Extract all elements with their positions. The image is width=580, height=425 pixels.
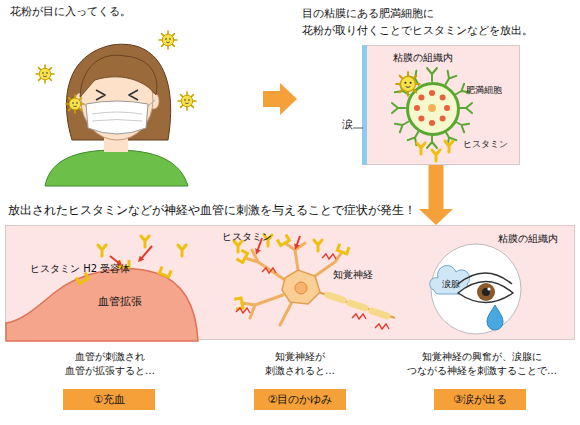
circle-outline: [431, 244, 521, 334]
eye-detail: [487, 287, 490, 290]
person-figure: [86, 101, 148, 134]
pollen-grain: [159, 31, 177, 49]
person-figure: [92, 112, 142, 121]
caption-text: 知覚神経の興奮が、涙腺に つながる神経を刺激することで…: [402, 350, 562, 378]
node-label: 涙: [342, 118, 353, 132]
mucosa-box: 粘膜の組織内涙ヒスタミン肥満細胞: [362, 45, 520, 165]
person-figure: [45, 150, 188, 186]
mucosa-detail: [353, 45, 367, 165]
person-figure: [96, 90, 138, 100]
mucosa-detail: [353, 128, 363, 129]
person-figure: [66, 44, 170, 140]
mast-cell-detail: [418, 94, 424, 100]
mast-cell-detail: [429, 90, 435, 96]
blood-vessel: 血管拡張: [6, 263, 201, 341]
label-text: 放出されたヒスタミンなどが神経や血管に刺激を与えることで症状が発生！: [8, 203, 416, 219]
mast-cell-detail: [428, 104, 436, 112]
symptom-box: ②目のかゆみ: [254, 389, 346, 410]
symptom-label: ②目のかゆみ: [254, 389, 346, 410]
pollen-grain: [178, 92, 196, 110]
node-heading: 粘膜の組織内: [393, 51, 453, 64]
node-heading: 肥満細胞: [466, 85, 502, 97]
label-text: 花粉が目に入ってくる。: [10, 5, 131, 19]
person-figure: [45, 44, 188, 186]
label-text: ヒスタミン: [222, 230, 272, 243]
mucosa-detail: [362, 45, 367, 165]
symptom-label: ①充血: [63, 389, 155, 410]
symptom-box: ③涙が出る: [434, 389, 526, 410]
mast-cell-detail: [418, 116, 424, 122]
node-label: ヒスタミン: [463, 139, 508, 151]
cell-outline: [408, 84, 459, 135]
symptom-label: ③涙が出る: [434, 389, 526, 410]
mast-cell-detail: [440, 116, 446, 122]
flow-arrow: [263, 83, 297, 115]
vessel-outline: [6, 269, 198, 341]
mast-cell-detail: [396, 72, 419, 95]
neuron-detail: [295, 282, 307, 294]
mast-cell-detail: [414, 105, 420, 111]
eye-detail: [477, 283, 495, 301]
label-text: 知覚神経: [333, 268, 373, 281]
label-text: 目の粘膜にある肥満細胞に 花粉が取り付くことでヒスタミンなどを放出。: [302, 5, 542, 39]
pollen-grain: [66, 95, 84, 113]
mast-cell-detail: [444, 105, 450, 111]
symptom-box: ①充血: [63, 389, 155, 410]
node-heading: 粘膜の組織内: [498, 232, 558, 245]
person-figure: [80, 55, 157, 97]
node-heading: 血管拡張: [98, 295, 142, 309]
eye-detail: [482, 288, 490, 296]
caption-text: 知覚神経が 刺激されると…: [255, 350, 345, 378]
node-heading: 涙腺: [442, 279, 460, 291]
label-text: ヒスタミン H2 受容体: [30, 262, 130, 275]
pollen-grain: [36, 31, 196, 113]
pollen-grain: [36, 65, 54, 83]
mast-cell-detail: [429, 120, 435, 126]
mast-cell-detail: [440, 94, 446, 100]
flow-arrow: [429, 165, 444, 209]
caption-text: 血管が刺激され 血管が拡張すると…: [50, 350, 170, 378]
